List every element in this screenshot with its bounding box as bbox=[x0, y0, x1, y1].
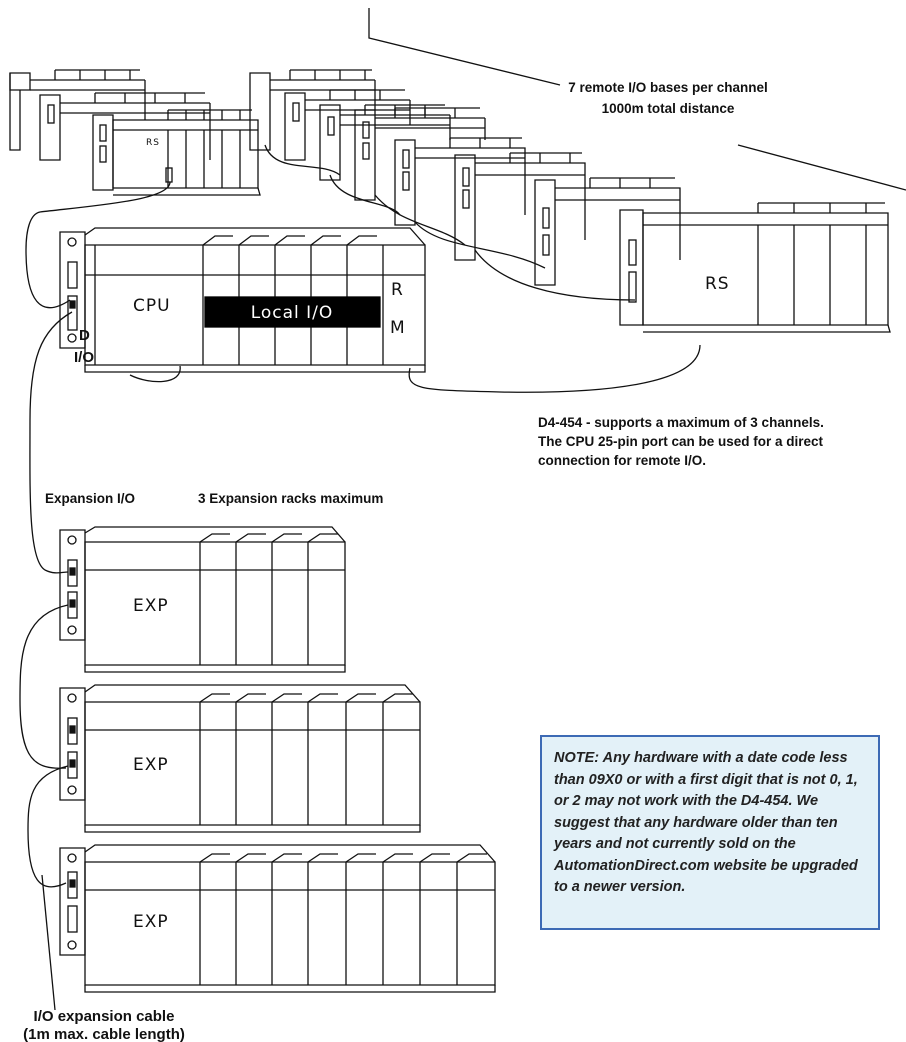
expansion-rack-2 bbox=[59, 684, 421, 833]
remote-cable bbox=[264, 144, 341, 176]
remote-cable bbox=[474, 249, 636, 301]
cpu-to-remote-cable bbox=[408, 344, 701, 393]
rs-large-label: RS bbox=[705, 274, 730, 294]
expansion-io-label: Expansion I/O bbox=[45, 491, 135, 506]
remote-base-left-rs bbox=[92, 109, 261, 196]
remote-base-left-2 bbox=[39, 92, 211, 161]
remote-indicator-line bbox=[737, 144, 906, 191]
cpu-label: CPU bbox=[133, 296, 171, 316]
cpu-rack bbox=[59, 227, 426, 373]
d4-454-line-3: connection for remote I/O. bbox=[538, 453, 706, 468]
remote-bases-label: 7 remote I/O bases per channel bbox=[568, 80, 768, 95]
remote-cable bbox=[25, 181, 171, 309]
cpu-local-cable bbox=[129, 365, 181, 383]
remote-base-right-3 bbox=[319, 104, 451, 181]
remote-base-left-1 bbox=[9, 69, 146, 151]
partial-d-label: D bbox=[79, 327, 90, 344]
expansion-cable bbox=[19, 604, 69, 769]
remote-base-right-6 bbox=[454, 152, 586, 261]
cable-label-line-2: (1m max. cable length) bbox=[23, 1026, 185, 1042]
remote-base-right-7 bbox=[534, 177, 681, 286]
remote-cable bbox=[414, 221, 546, 269]
exp-label-2: EXP bbox=[133, 755, 169, 775]
d4-454-line-1: D4-454 - supports a maximum of 3 channel… bbox=[538, 415, 824, 430]
partial-io-label: I/O bbox=[74, 349, 94, 366]
expansion-max-label: 3 Expansion racks maximum bbox=[198, 491, 383, 506]
remote-cable bbox=[374, 194, 466, 246]
rs-small-label: RS bbox=[146, 138, 160, 148]
remote-indicator-line bbox=[368, 8, 561, 86]
remote-base-right-rs bbox=[619, 202, 891, 333]
local-io-label: Local I/O bbox=[251, 303, 334, 323]
cable-pointer-line bbox=[41, 874, 56, 1011]
expansion-cable bbox=[27, 765, 69, 888]
d4-454-line-2: The CPU 25-pin port can be used for a di… bbox=[538, 434, 824, 449]
expansion-cable bbox=[29, 311, 73, 574]
remote-base-right-5 bbox=[394, 137, 526, 226]
rm-label-r: R bbox=[391, 280, 404, 300]
compatibility-note: NOTE: Any hardware with a date code less… bbox=[540, 735, 880, 930]
exp-label-3: EXP bbox=[133, 912, 169, 932]
total-distance-label: 1000m total distance bbox=[602, 101, 735, 116]
expansion-rack-3 bbox=[59, 844, 496, 993]
exp-label-1: EXP bbox=[133, 596, 169, 616]
remote-base-right-2 bbox=[284, 89, 411, 161]
remote-cable bbox=[329, 174, 401, 216]
rm-label-m: M bbox=[390, 318, 406, 338]
remote-base-right-4 bbox=[354, 107, 486, 201]
expansion-rack-1 bbox=[59, 526, 346, 673]
cable-label-line-1: I/O expansion cable bbox=[34, 1008, 175, 1025]
